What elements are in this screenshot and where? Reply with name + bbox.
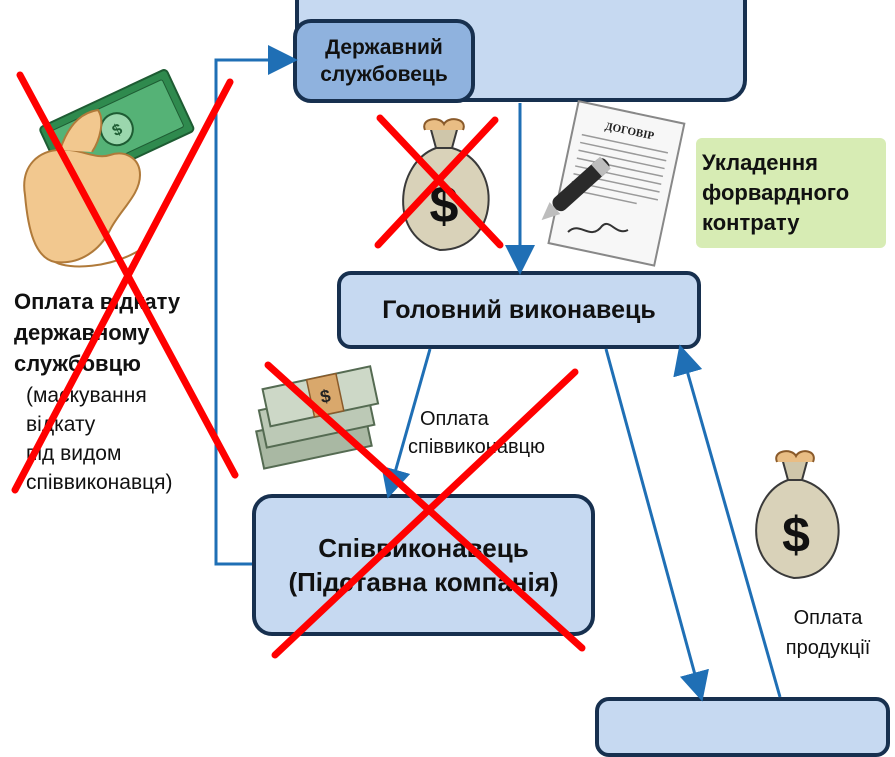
- kickback-bold-line1: Оплата відкату: [14, 289, 181, 314]
- forward-contract-line3: контрату: [702, 210, 800, 235]
- pay-subcontractor-label: Оплата співвиконавцю: [398, 405, 578, 461]
- svg-text:$: $: [318, 385, 332, 407]
- forward-contract-line1: Укладення: [702, 150, 818, 175]
- kickback-plain-line1: (маскування: [26, 384, 147, 407]
- bottom-partial-box: [595, 697, 890, 757]
- cross-kickback-icon: [11, 71, 239, 494]
- subcontractor-label-line1: Співвиконавець: [318, 533, 529, 563]
- money-bag-payment-icon: $: [755, 450, 840, 580]
- forward-contract-line2: форвардного: [702, 180, 850, 205]
- kickback-note: Оплата відкату державному службовцю (мас…: [14, 286, 229, 497]
- pay-products-label: Оплата продукції: [768, 603, 888, 663]
- civil-servant-label-line1: Державний: [325, 36, 443, 59]
- pay-products-line1: Оплата: [793, 607, 863, 629]
- main-contractor-box: Головний виконавець: [337, 271, 701, 349]
- diagram-graphics: $ $ $ ДОГОВІР: [11, 45, 840, 702]
- kickback-plain-line4: співвиконавця): [26, 471, 173, 494]
- contract-document-icon: ДОГОВІР: [541, 100, 686, 267]
- pay-subcontractor-line1: Оплата: [420, 408, 489, 430]
- pay-subcontractor-line2: співвиконавцю: [408, 436, 546, 458]
- civil-servant-box: Державний службовець: [293, 19, 475, 103]
- civil-servant-label-line2: службовець: [320, 63, 448, 86]
- svg-text:$: $: [782, 507, 810, 563]
- cross-money-bag-icon: [374, 114, 504, 249]
- money-bag-icon: $: [402, 118, 490, 252]
- delivery-arrow: [604, 348, 709, 702]
- kickback-plain-line3: під видом: [26, 442, 122, 465]
- pay-products-arrow: [673, 344, 782, 698]
- kickback-bold-line2: державному: [14, 320, 150, 345]
- main-contractor-label: Головний виконавець: [382, 295, 656, 324]
- cash-stack-icon: $: [255, 365, 380, 470]
- kickback-flow-arrow: [214, 45, 298, 566]
- cross-subcontractor-icon: [264, 361, 586, 659]
- pay-products-line2: продукції: [785, 637, 871, 659]
- cash-in-hand-icon: $: [23, 69, 195, 268]
- forward-contract-note: Укладення форвардного контрату: [696, 138, 886, 248]
- pay-subcontractor-arrow: [381, 348, 432, 499]
